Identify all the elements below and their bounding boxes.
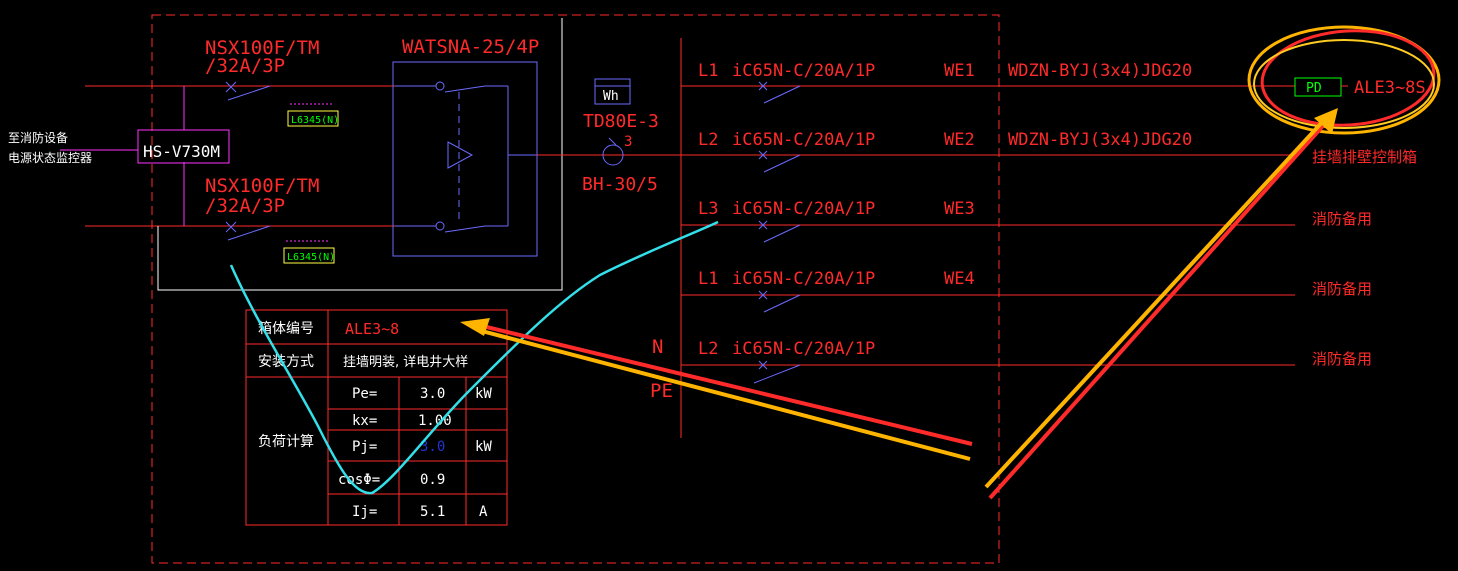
table-load-label: 负荷计算 [258,434,314,450]
circuit-1-id: WE1 [944,61,975,81]
circuit-2-phase: L2 [698,130,718,150]
breaker-top-line2: /32A/3P [205,55,285,77]
breaker-bottom-line1: NSX100F/TM [205,175,319,197]
annotation-cyan-stroke [229,220,719,495]
bus-n-label: N [652,336,663,358]
circuit-2-id: WE2 [944,130,975,150]
table-row-ij-name: Ij= [352,504,377,520]
aux-tag-bottom: L6345(N) [287,252,335,263]
circuit-2-cable: WDZN-BYJ(3x4)JDG20 [1008,130,1192,150]
circuit-1-cable: WDZN-BYJ(3x4)JDG20 [1008,61,1192,81]
monitor-box[interactable] [137,129,230,164]
meter-model: TD80E-3 [583,111,659,132]
breaker-top-line1: NSX100F/TM [205,37,319,59]
pd-label: PD [1306,81,1322,96]
circuit-row-2[interactable]: L2 iC65N-C/20A/1P WE2 WDZN-BYJ(3x4)JDG20… [681,130,1417,173]
table-row-kx-name: kx= [352,413,377,429]
enclosure-dashed-border [151,14,1000,564]
table-row-pj-value: 3.0 [420,439,445,455]
aux-tag-top-box [287,110,339,127]
ct-count: 3 [624,134,632,150]
circuit-5-breaker: iC65N-C/20A/1P [732,339,875,359]
table-install-value: 挂墙明装, 详电井大样 [343,355,468,370]
circuit-4-breaker: iC65N-C/20A/1P [732,269,875,289]
ct-symbol [602,144,624,166]
ats-internals [395,81,537,233]
circuit-3-breaker: iC65N-C/20A/1P [732,199,875,219]
annotation-arrow-left [460,318,973,461]
circuit-4-id: WE4 [944,269,975,289]
breaker-symbol-bottom [225,221,271,241]
bus-pe-label: PE [650,380,673,402]
ct-mark [608,137,617,146]
table-row-cos-name: cosΦ= [338,472,380,488]
table-row-pj-unit: kW [475,439,492,455]
circuit-1-phase: L1 [698,61,718,81]
pd-box[interactable] [1294,77,1342,97]
circuit-4-target: 消防备用 [1312,280,1372,298]
breaker-symbol-top [225,81,271,101]
circuit-3-phase: L3 [698,199,718,219]
circuit-2-breaker: iC65N-C/20A/1P [732,130,875,150]
aux-tag-top: L6345(N) [291,115,339,126]
table-row-pj-name: Pj= [352,439,377,455]
inner-panel-outline [157,18,563,291]
table-row-ij-unit: A [479,504,488,520]
monitor-note-line2: 电源状态监控器 [8,151,92,165]
monitor-label: HS-V730M [143,142,220,161]
table-row-pe-unit: kW [475,386,492,402]
circuit-1-target: ALE3~8S [1354,78,1426,98]
circuit-row-1[interactable]: L1 iC65N-C/20A/1P WE1 WDZN-BYJ(3x4)JDG20 [681,61,1295,104]
circuit-row-3[interactable]: L3 iC65N-C/20A/1P WE3 消防备用 [681,199,1372,243]
circuit-1-breaker: iC65N-C/20A/1P [732,61,875,81]
circuit-5-target: 消防备用 [1312,350,1372,368]
annotation-ellipse-yellow [1253,39,1435,129]
table-row-cos-value: 0.9 [420,472,445,488]
monitor-note-line1: 至消防设备 [8,130,68,145]
meter-symbol: Wh [603,89,619,104]
circuit-3-target: 消防备用 [1312,210,1372,228]
circuit-3-id: WE3 [944,199,975,219]
annotation-ellipse-orange [1247,25,1441,135]
monitor-leads [60,86,185,226]
aux-tag-bottom-box [283,247,335,264]
breaker-bottom-line2: /32A/3P [205,195,285,217]
table-install-label: 安装方式 [258,354,314,370]
circuit-4-phase: L1 [698,269,718,289]
table-row-ij-value: 5.1 [420,504,445,520]
circuit-5-phase: L2 [698,339,718,359]
table-box-no-value: ALE3~8 [345,320,399,338]
ats-label: WATSNA-25/4P [402,36,539,58]
circuit-2-target: 挂墙排壁控制箱 [1312,148,1417,166]
meter-box[interactable] [594,78,631,105]
ats-outer-box[interactable] [392,61,538,257]
ct-model: BH-30/5 [582,174,658,195]
table-box-no-label: 箱体编号 [258,321,314,337]
circuit-row-5[interactable]: L2 iC65N-C/20A/1P 消防备用 [681,339,1372,384]
annotation-arrow-right [984,108,1338,500]
table-row-pe-value: 3.0 [420,386,445,402]
table-row-pe-name: Pe= [352,386,377,402]
circuit-row-4[interactable]: L1 iC65N-C/20A/1P WE4 消防备用 [681,269,1372,313]
annotation-ellipse-red [1260,29,1436,127]
